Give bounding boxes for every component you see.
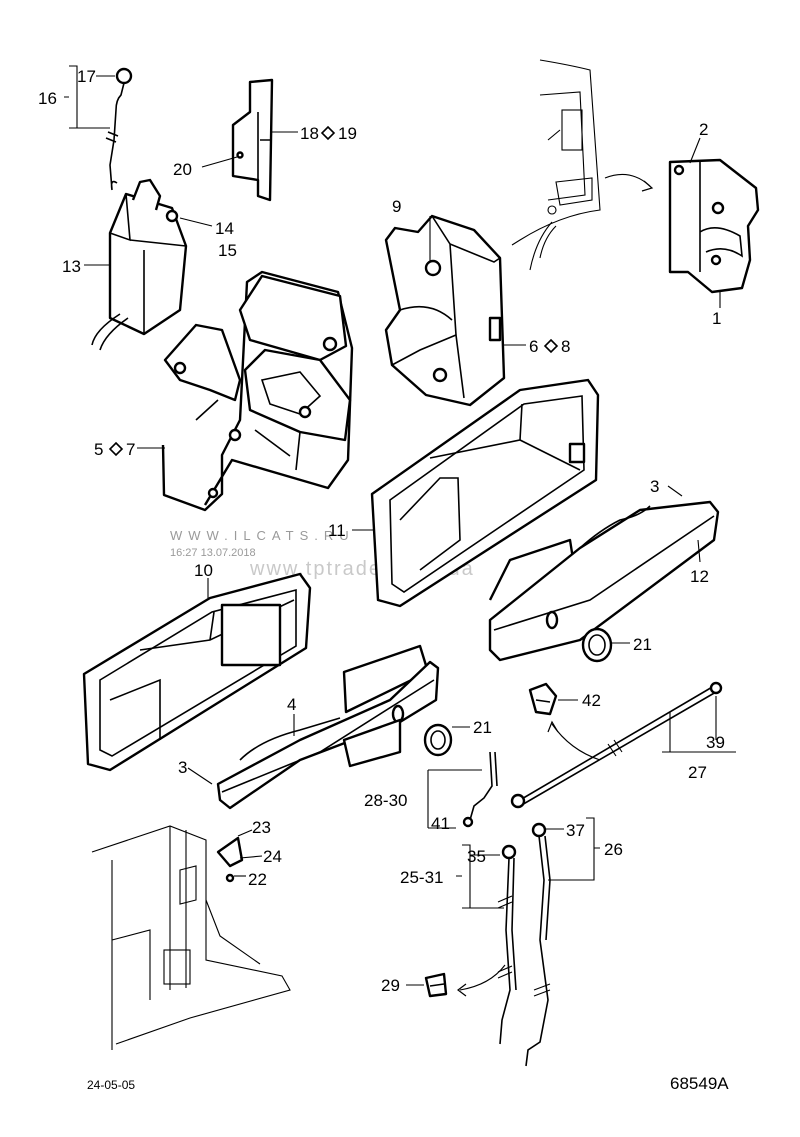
callout-12: 12 [690,567,709,586]
callout-1: 1 [712,309,721,328]
callout-3-upper: 3 [650,477,659,496]
callout-25-31: 25-31 [400,868,443,887]
grommet-21-lower [423,723,470,757]
callout-26: 26 [604,840,623,859]
rod-25 [456,844,517,1045]
diamond-icon [543,338,559,354]
clip-42 [528,682,601,761]
wire-rod-16 [64,65,133,191]
callout-20: 20 [173,160,192,179]
callout-6: 6 [529,337,538,356]
housing-6 [384,214,526,407]
clip-29 [406,972,448,998]
date-code: 24-05-05 [87,1078,135,1092]
callout-11: 11 [328,521,346,540]
callout-3-lower: 3 [178,758,187,777]
callout-4: 4 [287,695,296,714]
callout-10: 10 [194,561,213,580]
callout-17: 17 [77,67,96,86]
striker-plate-1 [668,137,760,308]
handle-12 [488,485,720,662]
callout-15: 15 [218,241,237,260]
diagram-number: 68549A [670,1074,729,1093]
diamond-icon [320,125,336,141]
callout-5: 5 [94,440,103,459]
watermark-line-1: WWW.ILCATS.RU [170,528,355,543]
callout-9: 9 [392,197,401,216]
callout-16: 16 [38,89,57,108]
door-sketch-bottom [91,825,291,1050]
actuator-motor-13 [84,178,213,351]
bezel-10 [82,572,312,772]
callout-21-upper: 21 [633,635,652,654]
grommet-21-upper [581,627,630,663]
callout-2: 2 [699,120,708,139]
callout-27: 27 [688,763,707,782]
lock-mechanism-5 [137,270,354,512]
diamond-icon [108,441,124,457]
handle-4 [187,644,440,810]
callout-14: 14 [215,219,234,238]
long-rod-26 [525,817,600,1067]
cab-sketch-top [511,59,654,271]
callout-23: 23 [252,818,271,837]
callout-24: 24 [263,847,282,866]
callout-18: 18 [300,124,319,143]
bent-rod-28 [427,751,498,829]
rod-27 [510,681,736,809]
bezel-11 [352,378,600,608]
callout-37: 37 [566,821,585,840]
callout-19: 19 [338,124,357,143]
callout-13: 13 [62,257,81,276]
callout-21-lower: 21 [473,718,492,737]
bracket-plate-18 [201,78,298,202]
callout-35: 35 [467,847,486,866]
callout-42: 42 [582,691,601,710]
callout-22: 22 [248,870,267,889]
callout-28-30: 28-30 [364,791,407,810]
watermark-line-2: 16:27 13.07.2018 [170,547,256,559]
callout-39: 39 [706,733,725,752]
callout-41: 41 [431,814,450,833]
callout-7: 7 [126,440,135,459]
callout-8: 8 [561,337,570,356]
callout-29: 29 [381,976,400,995]
